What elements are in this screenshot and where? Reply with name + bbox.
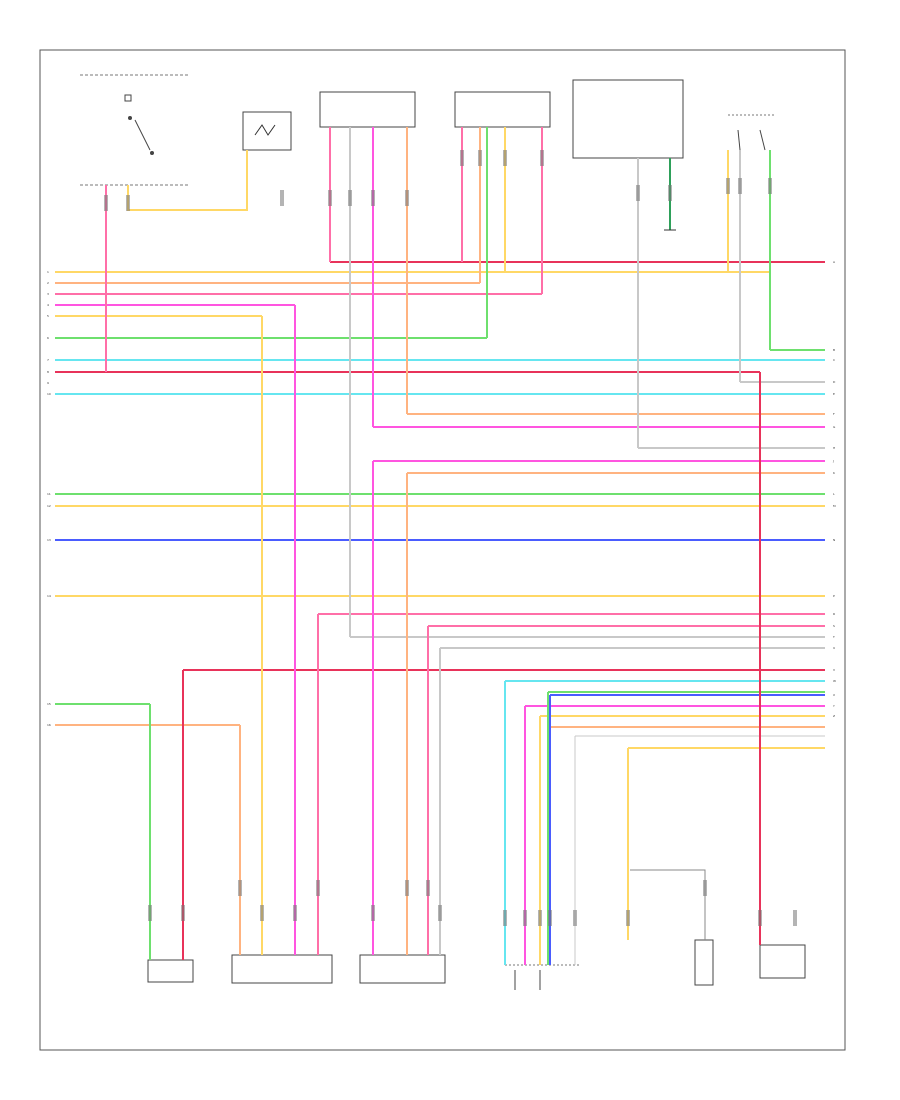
right-pin-label: X — [833, 693, 835, 697]
right-pin-label: N — [833, 538, 835, 542]
connector-mark — [538, 910, 542, 926]
connector-mark — [738, 178, 742, 194]
right-pin-label: A — [833, 260, 836, 264]
top-right-switch — [728, 114, 775, 151]
left-pin-label: 11 — [47, 492, 51, 496]
left-pin-label: 10 — [47, 392, 51, 396]
right-pin-label: K — [833, 471, 836, 475]
connector-mark — [540, 150, 544, 166]
top-module-b — [454, 91, 551, 128]
left-pin-label: 15 — [47, 702, 51, 706]
connector-mark — [316, 880, 320, 896]
left-pin-label: 14 — [47, 594, 51, 598]
left-pin-label: 3 — [47, 292, 49, 296]
right-pin-label: V — [833, 668, 836, 672]
left-pin-label: 2 — [47, 281, 49, 285]
right-pin-label: W — [833, 679, 836, 683]
connector-mark — [260, 905, 264, 921]
top-module-c — [572, 79, 684, 159]
right-pin-label: G — [833, 425, 836, 429]
right-pin-label: D — [833, 380, 836, 384]
connector-mark — [636, 185, 640, 201]
right-pin-label: Z — [833, 714, 835, 718]
right-pin-label: B — [833, 348, 835, 352]
connector-mark — [238, 880, 242, 896]
connector-mark — [438, 905, 442, 921]
connector-mark — [460, 150, 464, 166]
connector-mark — [768, 178, 772, 194]
right-pin-label: U — [833, 646, 835, 650]
right-pin-label: T — [832, 635, 835, 639]
connector-mark — [503, 910, 507, 926]
left-pin-label: 7 — [47, 358, 49, 362]
wire-group — [55, 127, 825, 965]
bottom-module-2 — [231, 954, 333, 984]
left-pin-label: 16 — [47, 723, 51, 727]
connector-mark — [573, 910, 577, 926]
connector-mark — [104, 195, 108, 211]
connector-mark — [703, 880, 707, 896]
right-pin-label: C — [833, 358, 835, 362]
top-module-a — [319, 91, 416, 128]
left-pin-label: 8 — [47, 370, 49, 374]
connector-mark — [758, 910, 762, 926]
connector-mark — [328, 190, 332, 206]
right-pin-label: P — [833, 594, 835, 598]
right-pin-label: R — [833, 612, 835, 616]
connector-mark — [726, 178, 730, 194]
connector-mark — [793, 910, 797, 926]
connector-mark — [348, 190, 352, 206]
left-pin-label: 13 — [47, 538, 51, 542]
right-pin-label: H — [833, 446, 835, 450]
bottom-module-3 — [359, 954, 446, 984]
connector-marks — [104, 150, 797, 926]
connector-mark — [371, 905, 375, 921]
bottom-module-5 — [759, 944, 806, 979]
connector-mark — [548, 910, 552, 926]
connector-mark — [426, 880, 430, 896]
connector-mark — [503, 150, 507, 166]
connector-mark — [148, 905, 152, 921]
ground-symbol-top — [664, 225, 676, 231]
connector-mark — [405, 190, 409, 206]
left-pin-label: 9 — [47, 381, 49, 385]
right-pin-label: S — [833, 624, 835, 628]
left-pin-label: 5 — [47, 314, 49, 318]
connector-mark — [293, 905, 297, 921]
right-pin-label: E — [833, 392, 835, 396]
wire-v-gray-b6 — [630, 869, 706, 940]
right-pin-label: F — [833, 412, 835, 416]
left-pin-label: 12 — [47, 504, 51, 508]
left-pin-label: 1 — [47, 270, 49, 274]
bottom-module-1 — [147, 959, 194, 983]
right-pin-labels: A B C D E F G H J K L M N P R S T U V W X Y Z — [832, 260, 836, 718]
left-pin-label: 6 — [47, 336, 49, 340]
bottom-switch-cluster — [505, 964, 580, 990]
connector-mark — [371, 190, 375, 206]
connector-mark — [126, 195, 130, 211]
diagram-frame — [39, 49, 846, 1051]
right-pin-label: L — [833, 492, 835, 496]
right-pin-label: J — [832, 459, 834, 463]
connector-mark — [523, 910, 527, 926]
connector-mark — [668, 185, 672, 201]
connector-mark — [181, 905, 185, 921]
right-pin-label: Y — [833, 704, 835, 708]
connector-mark — [478, 150, 482, 166]
connector-mark — [280, 190, 284, 206]
left-pin-label: 4 — [47, 303, 49, 307]
right-pin-label: M — [833, 504, 836, 508]
top-relay-box — [242, 111, 292, 151]
top-relay-symbol — [254, 124, 276, 136]
bottom-module-4 — [694, 939, 714, 986]
connector-mark — [405, 880, 409, 896]
connector-mark — [626, 910, 630, 926]
top-left-switch-component — [80, 74, 190, 186]
